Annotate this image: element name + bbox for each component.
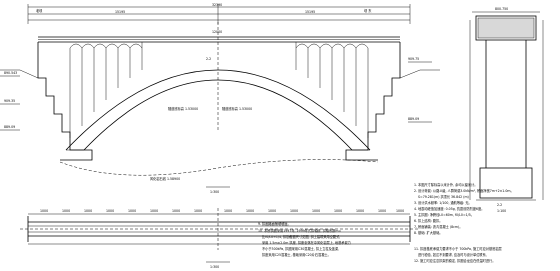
note-line: 4. 地震动峰值加速度: 0.05g, 抗震设防烈度6度。	[414, 206, 484, 211]
left-elev-1: 890.543	[4, 71, 17, 75]
note-line: 采用 1.5m×2.0m 拱座, 拱座坐落在中风化岩层上, 地基承载力	[262, 240, 351, 245]
plan-dim: 1000	[84, 209, 92, 213]
plan-dim: 1000	[378, 209, 386, 213]
right-elev-1: 909.75	[408, 57, 419, 61]
section-scale: 1:100	[497, 209, 506, 213]
plan-dim: 1000	[290, 209, 298, 213]
left-bank-label: 老坝	[36, 8, 43, 13]
note-line: 3. 设计洪水频率: 1/100, 通航等级: 无。	[414, 200, 472, 205]
note-line: 比f0/L0=1/4, 拱肋截面尺寸见图, 拱上建筑采用空腹式,	[262, 234, 340, 239]
rock-line-label: 风化岩石线 1.58900	[150, 176, 180, 181]
plan-dims-top: 1000 1000 1000 1000 1000 1000 1000 1000 …	[40, 209, 404, 213]
left-elev-2: 909.35	[4, 99, 15, 103]
plan-dim: 1000	[334, 209, 342, 213]
plan-dim: 1000	[268, 209, 276, 213]
plan-dim: 1000	[62, 209, 70, 213]
plan-scale: 1:300	[210, 265, 219, 269]
span-dim: 32390	[212, 3, 222, 7]
note-line: 不小于300kPa, 拱圈采用C30混凝土, 拱上立柱及盖梁,	[262, 246, 339, 251]
half-span-right-dim: 15195	[305, 10, 315, 14]
left-elev-3: 889.09	[4, 125, 15, 129]
note-line: 2. 设计荷载: 公路-II级, 人群荷载3.0kN/m², 桥面净宽7m+2×…	[414, 188, 514, 193]
right-top-dim: 800.750	[495, 7, 508, 11]
plan-dim: 1000	[194, 209, 202, 213]
plan-dim: 1000	[396, 209, 404, 213]
note-line: 7. 桥面铺装: 沥青混凝土 (8cm)。	[414, 224, 462, 229]
note-line: 9. 拱圈路面横坡坡度。	[258, 221, 291, 226]
note-line: S=79.281(m) 拱顶长 36.842 (m)	[418, 194, 469, 199]
cross-section: 800.750 2-2 1:100	[469, 7, 544, 213]
plan-dim: 1000	[172, 209, 180, 213]
plan-dim: 1000	[246, 209, 254, 213]
center-section-label: 2-2	[206, 57, 211, 61]
right-bank-label: 坝 东	[364, 8, 371, 13]
half-span-left-dim: 15195	[115, 10, 125, 14]
crown-dim: 12000	[212, 30, 222, 34]
right-elev-2: 889.09	[408, 117, 419, 121]
plan-dim: 1000	[128, 209, 136, 213]
elevation-view: 32390 15195 15195 12000 老坝 坝 东	[0, 3, 440, 194]
plan-dim: 1000	[40, 209, 48, 213]
arch-text-left: 隧道底标高 1.53000	[168, 106, 198, 111]
note-line: 12. 施工时应注意拱架的稳定, 拱圈合龙应在低温时进行。	[414, 258, 495, 263]
note-line: 1. 本图尺寸除标高以米计外, 余均以厘米计。	[414, 182, 477, 187]
plan-dim: 1000	[356, 209, 364, 213]
note-line: 5. 主拱圈: 净跨径L0=60m, f0/L0=1/5。	[414, 212, 474, 217]
note-line: 6. 拱上结构: 腹拱。	[414, 218, 442, 223]
plan-dim: 1000	[106, 209, 114, 213]
notes-right: 1. 本图尺寸除标高以米计外, 余均以厘米计。 2. 设计荷载: 公路-II级,…	[414, 182, 514, 263]
section-label: 2-2	[497, 203, 502, 207]
plan-view: 1000 1000 1000 1000 1000 1000 1000 1000 …	[20, 208, 418, 269]
plan-dim: 1000	[312, 209, 320, 213]
plan-dim: 1000	[150, 209, 158, 213]
arch-text-center: 隧道底标高 1.53000	[222, 106, 252, 111]
note-line: 11. 拱座基底承载力要求不小于 700kPa, 施工时应对基底岩层	[414, 246, 502, 251]
note-line: 进行检验, 如达不到要求, 应及时与设计单位联系,	[418, 252, 487, 257]
note-line: 8. 基础: 扩大基础。	[414, 230, 442, 235]
plan-dim: 1000	[224, 209, 232, 213]
note-line: 10. 本桥拱圈采用1997年, 1999年式拱轴线, 拱轴系数m=	[258, 228, 341, 233]
note-line: 拱座采用C25混凝土, 基础采用C20片石混凝土。	[262, 252, 331, 257]
notes-left: 9. 拱圈路面横坡坡度。 10. 本桥拱圈采用1997年, 1999年式拱轴线,…	[258, 221, 351, 257]
elevation-scale: 1:300	[210, 190, 219, 194]
